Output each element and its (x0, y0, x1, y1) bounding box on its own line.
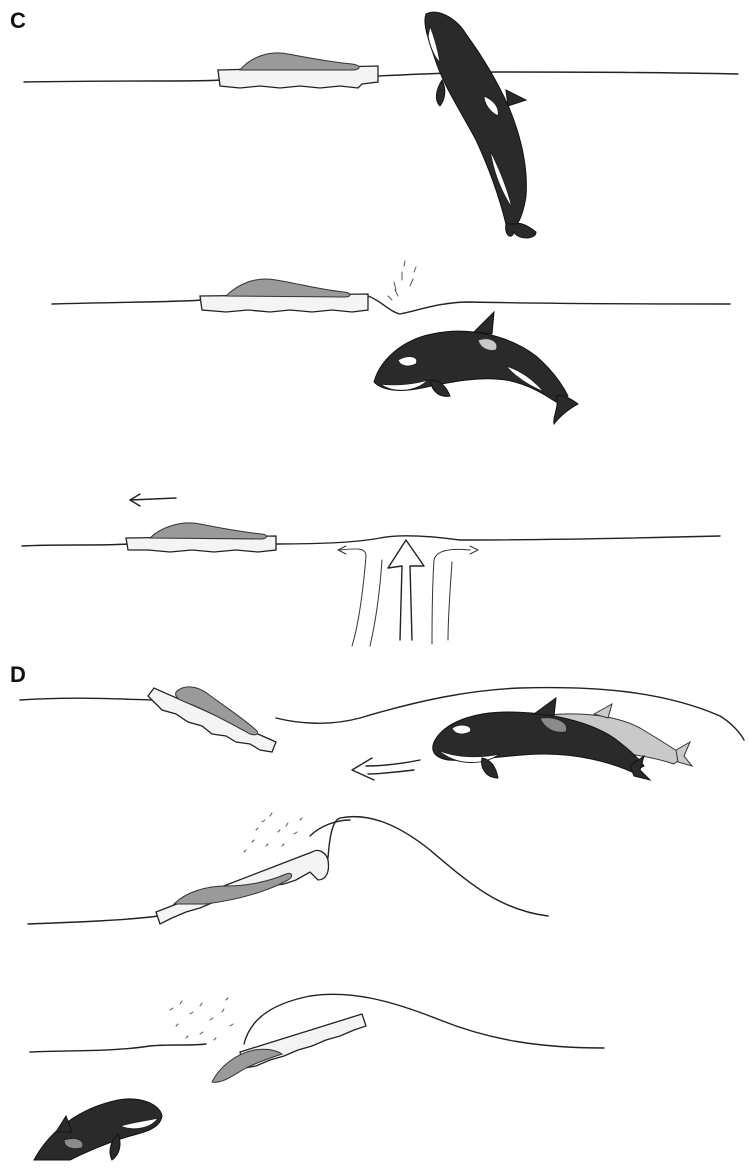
seal (212, 1049, 282, 1082)
water-spray (170, 998, 233, 1040)
seal (226, 279, 350, 297)
scene-c2 (52, 261, 730, 424)
orca-breach (374, 312, 578, 424)
arrow-left-icon (352, 758, 420, 780)
water-spray (388, 261, 416, 300)
seal (240, 53, 359, 70)
arrow-up-icon (388, 540, 424, 640)
wave-crest (310, 820, 350, 836)
upwelling-flow (338, 546, 478, 646)
seal (150, 523, 267, 539)
orca-spyhop (425, 12, 536, 238)
scene-c1 (24, 12, 738, 238)
orca-surfacing (34, 1099, 162, 1160)
scene-d1 (20, 687, 744, 780)
water-surface (24, 72, 738, 82)
arrow-left-icon (130, 494, 176, 506)
water-spray (244, 813, 302, 852)
scene-c3 (22, 494, 720, 646)
scene-d2 (28, 813, 548, 924)
scene-d3 (30, 994, 604, 1160)
